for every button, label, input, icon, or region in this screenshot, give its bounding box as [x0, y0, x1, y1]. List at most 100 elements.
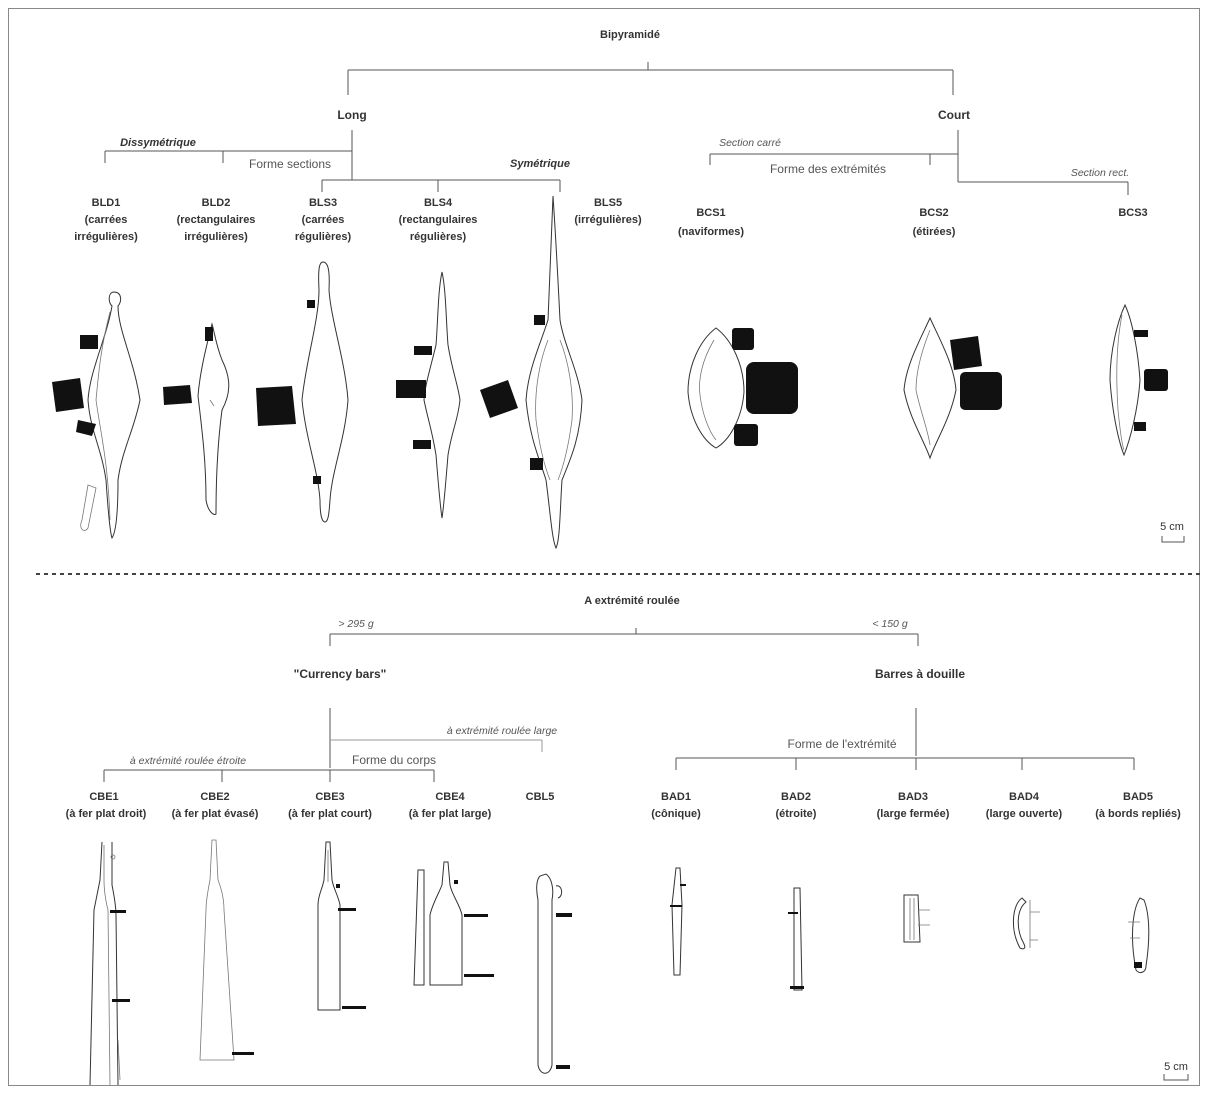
type-code: BCS3: [1118, 207, 1147, 219]
label-symetrique: Symétrique: [510, 158, 570, 170]
tree-sym: [321, 179, 561, 192]
label-roulee-etroite: à extrémité roulée étroite: [130, 755, 246, 767]
type-code: BCS2: [919, 207, 948, 219]
label-roulee-large: à extrémité roulée large: [447, 725, 557, 737]
label-lt-weight: < 150 g: [872, 618, 907, 630]
type-desc: irrégulières): [184, 231, 248, 243]
drawing-BAD5: [1128, 897, 1150, 974]
branch-long: Long: [337, 108, 366, 122]
tree-roulee-large: [330, 739, 543, 752]
type-desc: (à fer plat large): [409, 808, 492, 820]
type-desc: (large ouverte): [986, 808, 1063, 820]
type-code: BLD1: [92, 197, 121, 209]
drawing-BAD3: [903, 894, 930, 943]
type-code: BLS5: [594, 197, 622, 209]
type-desc: irrégulières): [74, 231, 138, 243]
type-code: BAD1: [661, 791, 691, 803]
label-forme-extremites: Forme des extrémités: [770, 162, 886, 176]
type-BLS5: BLS5 (irrégulières): [574, 197, 642, 226]
type-CBE2: CBE2 (à fer plat évasé): [172, 791, 259, 820]
drawing-BAD4: [1013, 897, 1040, 950]
branch-currency-bars: "Currency bars": [294, 667, 387, 681]
type-code: BAD4: [1009, 791, 1040, 803]
tree-barres: [675, 708, 1135, 770]
type-desc: régulières): [410, 231, 467, 243]
type-code: BCS1: [696, 207, 725, 219]
type-desc: (rectangulaires: [177, 214, 256, 226]
drawing-CBE3: [317, 841, 366, 1011]
root-title-bottom: A extrémité roulée: [584, 595, 680, 607]
branch-barres-douille: Barres à douille: [875, 667, 965, 681]
type-code: CBE4: [435, 791, 465, 803]
label-forme-sections: Forme sections: [249, 157, 331, 171]
type-BAD2: BAD2 (étroite): [776, 791, 817, 820]
drawing-CBE4: [413, 861, 494, 986]
figure-frame: [8, 8, 1200, 1086]
type-BAD1: BAD1 (cônique): [651, 791, 701, 820]
drawing-CBE2: [199, 839, 254, 1061]
type-code: BLD2: [202, 197, 231, 209]
scale-label: 5 cm: [1164, 1061, 1188, 1073]
type-code: BLS4: [424, 197, 453, 209]
type-desc: (carrées: [302, 214, 345, 226]
tree-root-branch: [347, 62, 954, 95]
type-desc: (cônique): [651, 808, 701, 820]
drawing-BCS3: [1109, 303, 1168, 457]
type-code: CBE3: [315, 791, 344, 803]
type-BLS3: BLS3 (carrées régulières): [295, 197, 352, 243]
type-BCS3: BCS3: [1118, 207, 1147, 219]
type-desc: régulières): [295, 231, 352, 243]
type-desc: (étirées): [913, 226, 956, 238]
tree-court: [709, 130, 1129, 195]
type-desc: (à bords repliés): [1095, 808, 1181, 820]
drawing-BCS2: [903, 316, 1002, 460]
type-code: BAD5: [1123, 791, 1153, 803]
type-desc: (irrégulières): [574, 214, 642, 226]
label-forme-corps: Forme du corps: [352, 753, 436, 767]
drawing-BAD2: [788, 887, 804, 991]
type-desc: (rectangulaires: [399, 214, 478, 226]
type-desc: (étroite): [776, 808, 817, 820]
type-BLD2: BLD2 (rectangulaires irrégulières): [177, 197, 256, 243]
type-desc: (à fer plat court): [288, 808, 372, 820]
type-BAD3: BAD3 (large fermée): [877, 791, 950, 820]
scale-bar-top: 5 cm: [1160, 521, 1185, 543]
type-BAD5: BAD5 (à bords repliés): [1095, 791, 1181, 820]
type-desc: (carrées: [85, 214, 128, 226]
drawing-CBL5: [536, 873, 572, 1074]
drawing-BLD2: [163, 322, 230, 515]
branch-court: Court: [938, 108, 970, 122]
type-BLD1: BLD1 (carrées irrégulières): [74, 197, 138, 243]
type-code: BAD3: [898, 791, 928, 803]
root-title-top: Bipyramidé: [600, 29, 660, 41]
type-CBE3: CBE3 (à fer plat court): [288, 791, 372, 820]
type-CBE4: CBE4 (à fer plat large): [409, 791, 492, 820]
tree-root-branch-bottom: [329, 628, 919, 646]
type-code: BAD2: [781, 791, 811, 803]
label-gt-weight: > 295 g: [338, 618, 373, 630]
label-section-carre: Section carré: [719, 137, 781, 149]
label-section-rect: Section rect.: [1071, 167, 1129, 179]
drawing-BCS1: [687, 327, 798, 449]
type-code: CBE2: [200, 791, 229, 803]
drawing-BLS3: [256, 261, 349, 523]
drawing-BLD1: [52, 291, 141, 540]
type-code: CBE1: [89, 791, 118, 803]
type-desc: (naviformes): [678, 226, 744, 238]
label-dissymetrique: Dissymétrique: [120, 137, 196, 149]
drawing-BAD1: [670, 867, 686, 976]
type-desc: (à fer plat droit): [66, 808, 147, 820]
type-code: CBL5: [526, 791, 555, 803]
drawing-BLS4: [396, 271, 461, 519]
tree-dissym: [104, 130, 353, 180]
scale-label: 5 cm: [1160, 521, 1184, 533]
type-BLS4: BLS4 (rectangulaires régulières): [399, 197, 478, 243]
drawing-BLS5: [480, 195, 583, 550]
type-code: BLS3: [309, 197, 337, 209]
drawing-CBE1: [89, 841, 130, 1086]
type-desc: (à fer plat évasé): [172, 808, 259, 820]
label-forme-extremite: Forme de l'extrémité: [788, 737, 897, 751]
type-CBL5: CBL5: [526, 791, 555, 803]
type-CBE1: CBE1 (à fer plat droit): [66, 791, 147, 820]
